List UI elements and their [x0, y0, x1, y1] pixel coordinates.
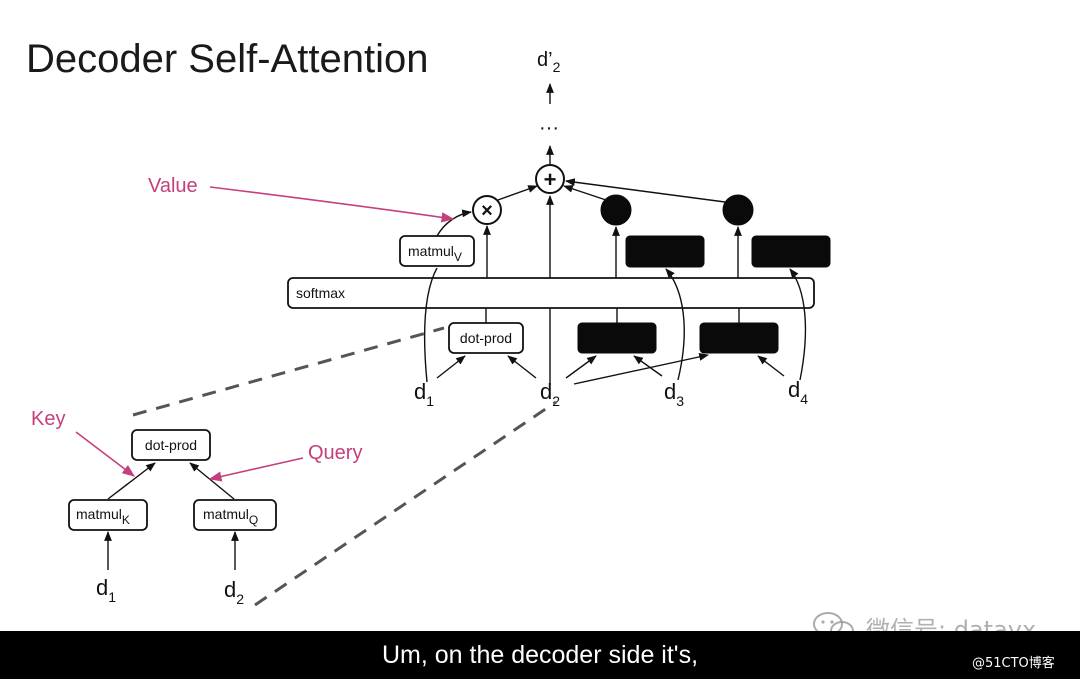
input-d2: d2 — [540, 379, 560, 409]
slide-title: Decoder Self-Attention — [26, 37, 428, 81]
arrow-d2-to-dotprod — [507, 355, 537, 379]
multiply-node — [472, 195, 502, 225]
multiply-node-3 — [600, 194, 632, 226]
multiply-node-4 — [722, 194, 754, 226]
curve-d4-to-value — [789, 268, 807, 381]
dot-prod-box-4 — [699, 322, 779, 354]
curve-d1-to-matmul-v — [424, 267, 438, 383]
zoom-matmul-k-label: matmulK — [76, 506, 130, 527]
subtitle-text: Um, on the decoder side it's, — [381, 641, 699, 669]
sum-node — [535, 164, 565, 194]
arrow-d4-to-dotprod4 — [757, 355, 785, 377]
zoom-line-top — [132, 326, 445, 417]
arrow-times-to-sum — [497, 185, 538, 201]
arrow-d1-to-dotprod — [436, 355, 466, 379]
zoom-dot-prod-box — [131, 429, 211, 461]
softmax-bar — [287, 277, 815, 309]
zoom-arrow-q-to-dotprod — [189, 462, 235, 500]
softmax-label: softmax — [296, 285, 345, 301]
zoom-input-d2: d2 — [224, 577, 244, 607]
dot-prod-box-3 — [577, 322, 657, 354]
curve-matmul-v-to-times — [436, 209, 472, 237]
zoom-input-d1: d1 — [96, 575, 116, 605]
arrow-d3-to-dotprod3 — [633, 355, 663, 377]
curve-d3-to-value — [665, 268, 685, 381]
subtitle-bar — [0, 631, 1080, 679]
input-d3: d3 — [664, 379, 684, 409]
zoom-matmul-k-box — [68, 499, 148, 531]
times-symbol: × — [481, 200, 493, 222]
arrow-d2-to-dotprod4 — [573, 353, 709, 385]
input-d4: d4 — [788, 377, 808, 407]
key-annotation: Key — [31, 408, 65, 430]
query-annotation: Query — [308, 442, 362, 464]
arrow-d2-to-dotprod3 — [565, 355, 597, 379]
output-label: d’2 — [537, 49, 561, 75]
ellipsis: ··· — [539, 117, 559, 139]
plus-symbol: + — [544, 167, 557, 192]
value-arrow — [209, 186, 455, 223]
value-annotation: Value — [148, 175, 198, 197]
zoom-dot-prod-label: dot-prod — [145, 437, 197, 453]
dot-prod-label: dot-prod — [460, 330, 512, 346]
matmul-v-box-3 — [625, 235, 705, 268]
arrow-node4-to-sum — [565, 178, 726, 203]
zoom-matmul-q-label: matmulQ — [203, 506, 258, 527]
credit-text: @51CTO博客 — [972, 656, 1055, 671]
arrow-node3-to-sum — [563, 185, 607, 201]
zoom-matmul-q-box — [193, 499, 277, 531]
query-arrow — [208, 457, 304, 482]
key-arrow — [75, 431, 136, 477]
matmul-v-label: matmulV — [408, 243, 462, 264]
zoom-line-bottom — [254, 400, 557, 607]
zoom-arrow-k-to-dotprod — [107, 462, 156, 500]
input-d1: d1 — [414, 379, 434, 409]
matmul-v-box-4 — [751, 235, 831, 268]
